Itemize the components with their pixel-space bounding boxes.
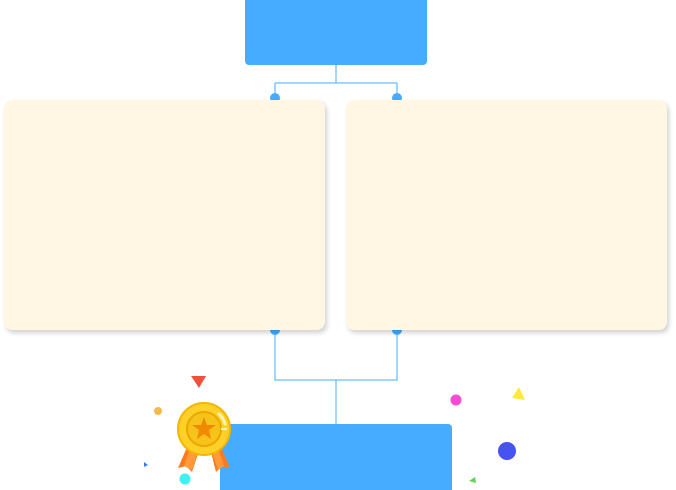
top-connector bbox=[274, 65, 398, 98]
magenta-dot-confetti bbox=[450, 394, 462, 406]
orange-dot-confetti bbox=[154, 407, 162, 415]
top-box bbox=[245, 0, 427, 65]
right-panel bbox=[346, 100, 667, 330]
bottom-box bbox=[220, 424, 452, 490]
medal-icon bbox=[177, 402, 231, 472]
cyan-dot-confetti bbox=[179, 473, 191, 485]
blue-dot-confetti bbox=[498, 442, 516, 460]
bottom-connector bbox=[274, 330, 398, 424]
green-triangle-confetti bbox=[469, 477, 476, 483]
red-triangle-confetti bbox=[191, 376, 206, 388]
left-panel bbox=[4, 100, 325, 330]
yellow-triangle-confetti bbox=[512, 387, 525, 400]
blue-triangle-confetti bbox=[144, 462, 148, 467]
